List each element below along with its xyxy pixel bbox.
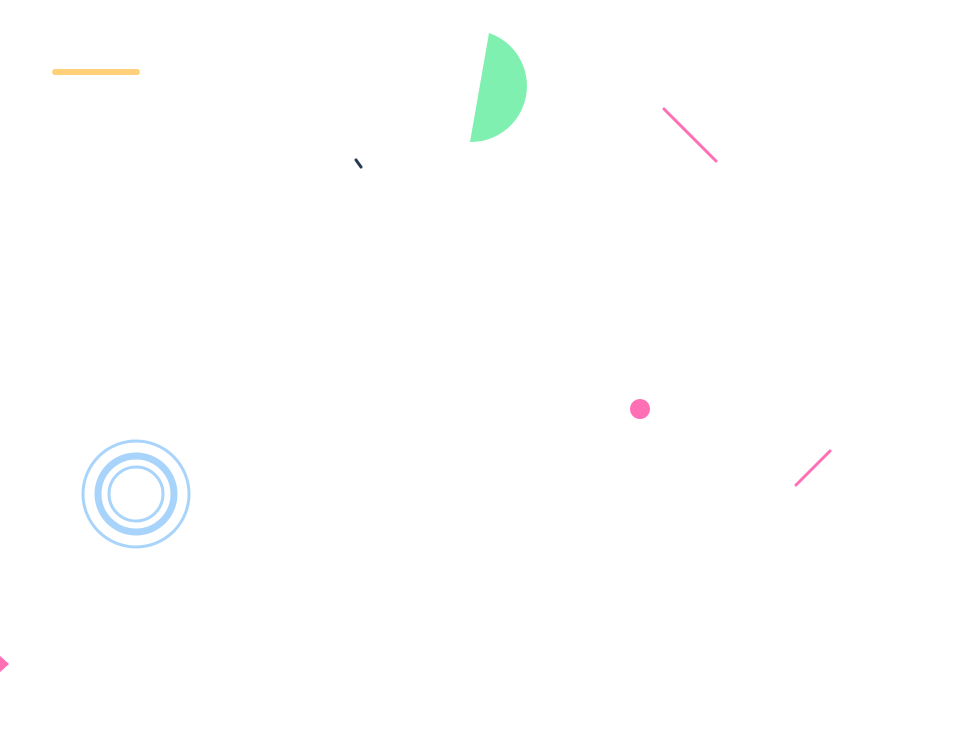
pink-diagonal-line-right <box>794 449 832 487</box>
pink-diagonal-line-top <box>662 107 718 163</box>
ring-middle <box>94 452 178 536</box>
pink-dot <box>630 399 650 419</box>
navy-tick <box>354 158 363 169</box>
ring-outer <box>81 439 191 549</box>
ring-inner <box>107 465 165 523</box>
green-half-circle <box>470 33 527 143</box>
pink-diamond-edge <box>0 655 9 673</box>
blue-concentric-rings <box>81 439 191 549</box>
